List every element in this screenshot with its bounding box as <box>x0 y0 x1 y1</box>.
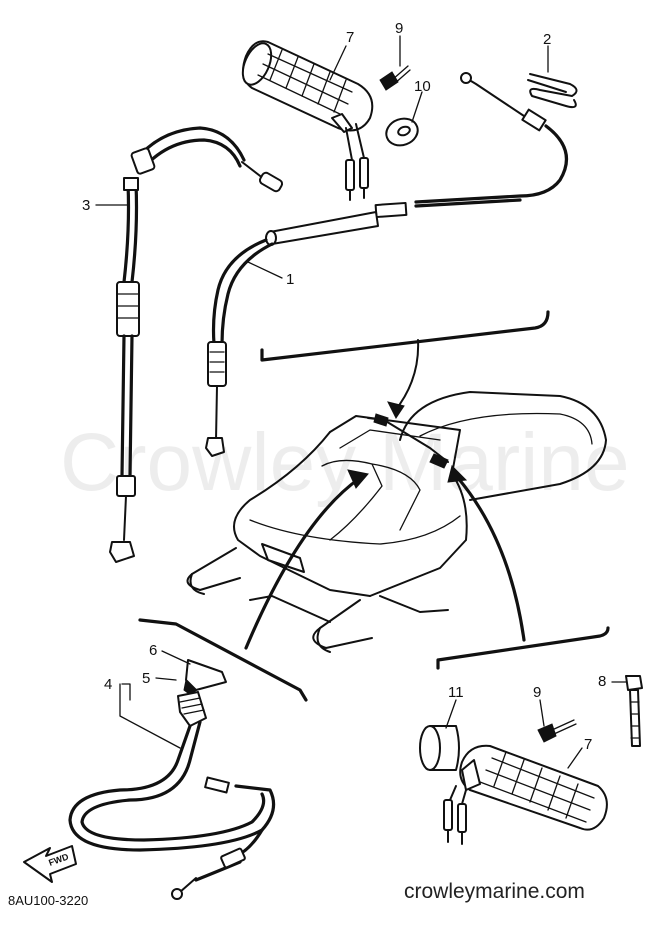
callout-6: 6 <box>149 642 157 659</box>
callout-9-bottom: 9 <box>533 684 541 701</box>
detail-bracket-right <box>436 626 610 670</box>
callout-11: 11 <box>448 684 464 701</box>
detail-bracket-left <box>138 618 308 702</box>
grip-collar[interactable] <box>419 725 460 771</box>
washer[interactable] <box>383 114 422 149</box>
callout-4: 4 <box>104 676 112 693</box>
hand-grip-top[interactable] <box>237 39 374 201</box>
diagram-code: 8AU100-3220 <box>8 893 88 908</box>
cable-tie[interactable] <box>625 675 643 747</box>
screw-top[interactable] <box>379 65 411 91</box>
callout-3: 3 <box>82 197 90 214</box>
site-url: crowleymarine.com <box>404 880 585 903</box>
hand-grip-bottom[interactable] <box>443 744 608 845</box>
cable-clip[interactable] <box>527 73 578 109</box>
callout-5: 5 <box>142 670 150 687</box>
throttle-cable-assembly[interactable] <box>205 72 569 457</box>
pointer-arrow-left <box>244 476 362 650</box>
callout-leaders <box>95 35 627 769</box>
callout-8: 8 <box>598 673 606 690</box>
callout-7-top: 7 <box>346 29 354 46</box>
pointer-arrow-top <box>393 339 420 413</box>
forward-arrow-icon: FWD <box>23 845 77 883</box>
callout-2: 2 <box>543 31 551 48</box>
snowmobile-illustration <box>186 391 607 653</box>
callout-10: 10 <box>414 78 431 95</box>
screw-bottom[interactable] <box>537 719 577 743</box>
secondary-cable[interactable] <box>109 126 284 563</box>
callout-1: 1 <box>286 271 294 288</box>
watermark-text: Crowley Marine <box>60 417 630 508</box>
callout-7-bottom: 7 <box>584 736 592 753</box>
callout-9-top: 9 <box>395 20 403 37</box>
pointer-arrow-right <box>456 476 526 642</box>
detail-bracket-top <box>260 310 550 362</box>
kill-switch-cable[interactable] <box>68 659 276 900</box>
